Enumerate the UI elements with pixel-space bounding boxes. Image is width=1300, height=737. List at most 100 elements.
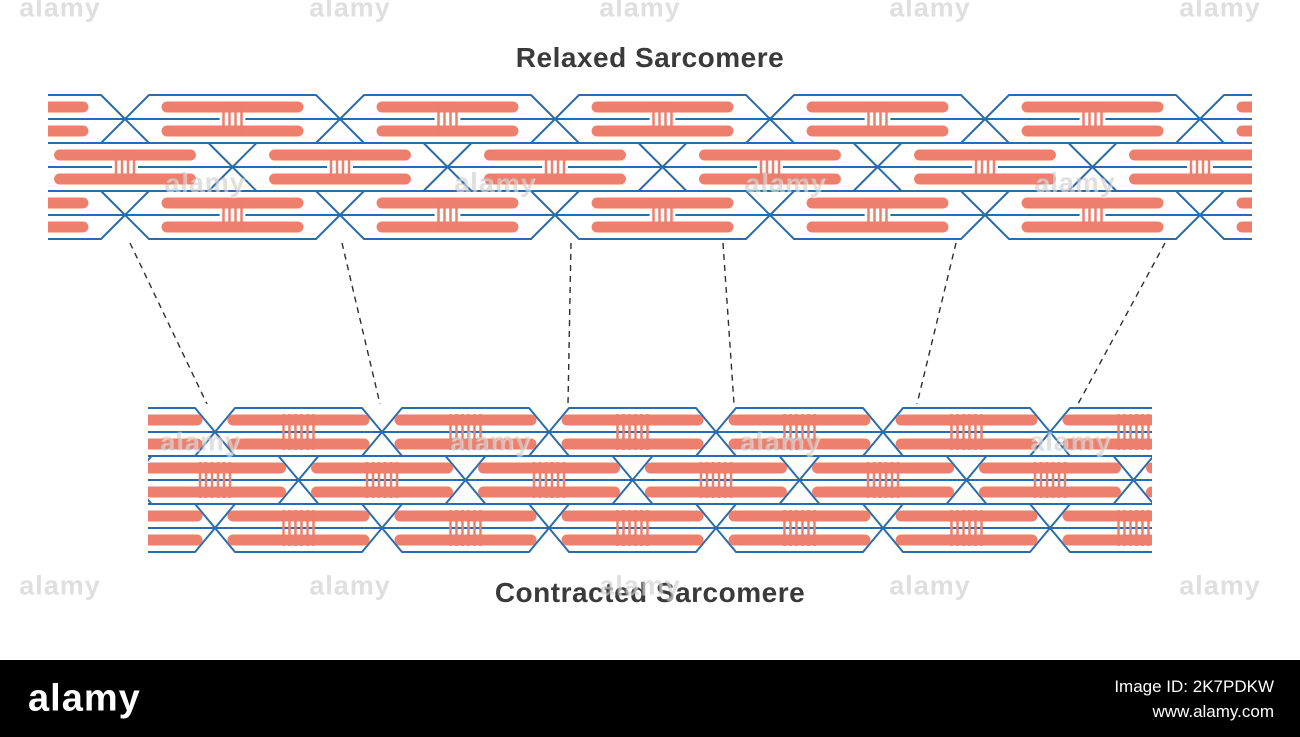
sarcomere-unit [381, 503, 550, 553]
z-line-outline [1217, 408, 1300, 456]
myosin-filament [812, 486, 954, 498]
myosin-filament [376, 125, 519, 137]
myosin-filament [148, 486, 286, 498]
sarcomere-unit [554, 94, 771, 144]
myosin-filament [895, 534, 1038, 546]
myosin-filament [48, 197, 89, 209]
myosin-filament [269, 173, 411, 185]
footer-bar: alamy Image ID: 2K7PDKW www.alamy.com [0, 660, 1300, 737]
sarcomere-unit [339, 190, 556, 240]
sarcomere-unit [882, 503, 1051, 553]
connector-dashed-line [916, 242, 957, 405]
myosin-filament [1062, 414, 1152, 426]
sarcomere-unit [1199, 94, 1252, 144]
myosin-filament [561, 438, 704, 450]
myosin-filament [376, 221, 519, 233]
connector-dashed-line [567, 242, 572, 405]
sarcomere-unit [446, 142, 664, 192]
myosin-filament [161, 125, 304, 137]
myosin-filament [645, 486, 787, 498]
myosin-filament [1021, 197, 1164, 209]
myosin-filament [148, 534, 203, 546]
myosin-filament [1129, 149, 1252, 161]
myosin-filament [561, 534, 704, 546]
myosin-filament [591, 125, 734, 137]
z-line-outline [0, 504, 48, 552]
z-line-outline [1199, 190, 1252, 240]
image-meta: Image ID: 2K7PDKW www.alamy.com [1114, 674, 1274, 724]
myosin-filament [484, 173, 626, 185]
myosin-filament [1062, 534, 1152, 546]
myosin-filament [806, 101, 949, 113]
myosin-filament [0, 511, 35, 522]
myosin-filament [148, 462, 286, 474]
myosin-filament [1129, 173, 1252, 185]
myosin-filament [561, 510, 704, 522]
myosin-filament [376, 197, 519, 209]
sarcomere-unit [48, 94, 126, 144]
z-line-outline [0, 143, 18, 191]
sarcomere-unit [464, 455, 634, 505]
sarcomere-unit [661, 142, 879, 192]
sarcomere-unit [339, 94, 556, 144]
myosin-filament [484, 149, 626, 161]
connector-dashed-line [129, 242, 208, 405]
sarcomere-unit [984, 190, 1201, 240]
myosin-filament [1230, 415, 1300, 426]
sarcomere-unit [548, 407, 717, 457]
sarcomere-unit [124, 94, 341, 144]
image-url: www.alamy.com [1152, 701, 1274, 721]
myosin-filament [227, 414, 370, 426]
myosin-filament [269, 149, 411, 161]
connector-dashed-line [341, 242, 381, 405]
myosin-filament [161, 197, 304, 209]
connector-dashed-line [1077, 242, 1166, 405]
sarcomere-unit [882, 407, 1051, 457]
sarcomere-unit [381, 407, 550, 457]
myosin-filament [394, 414, 537, 426]
image-id: Image ID: 2K7PDKW [1114, 676, 1274, 696]
myosin-filament [478, 486, 620, 498]
sarcomere-unit [1049, 407, 1152, 457]
sarcomere-unit [48, 142, 234, 192]
sarcomere-unit [876, 142, 1094, 192]
z-line-outline [1049, 503, 1152, 553]
sarcomere-unit [214, 503, 383, 553]
myosin-filament [1021, 101, 1164, 113]
myosin-filament [0, 439, 35, 450]
myosin-filament [1230, 439, 1300, 450]
myosin-filament [227, 438, 370, 450]
myosin-filament [376, 101, 519, 113]
myosin-filament [895, 438, 1038, 450]
myosin-filament [1062, 510, 1152, 522]
myosin-filament [48, 101, 89, 113]
myosin-filament [914, 149, 1056, 161]
myosin-filament [806, 197, 949, 209]
myosin-filament [1236, 197, 1252, 209]
sarcomere-unit [554, 190, 771, 240]
myosin-filament [806, 125, 949, 137]
myosin-filament [591, 197, 734, 209]
myosin-filament [1146, 486, 1152, 498]
sarcomere-unit [0, 143, 18, 191]
z-line-outline [0, 408, 48, 456]
myosin-filament [728, 534, 871, 546]
sarcomere-unit [148, 455, 300, 505]
myosin-filament [1062, 438, 1152, 450]
sarcomere-unit [715, 407, 884, 457]
sarcomere-unit [715, 503, 884, 553]
myosin-filament [1230, 511, 1300, 522]
myosin-filament [645, 462, 787, 474]
sarcomere-unit [548, 503, 717, 553]
myosin-filament [148, 510, 203, 522]
myosin-filament [227, 534, 370, 546]
sarcomere-unit [231, 142, 449, 192]
myosin-filament [394, 438, 537, 450]
myosin-filament [0, 487, 119, 498]
sarcomere-unit [148, 407, 216, 457]
myosin-filament [0, 535, 35, 546]
sarcomere-unit [769, 190, 986, 240]
myosin-filament [895, 414, 1038, 426]
